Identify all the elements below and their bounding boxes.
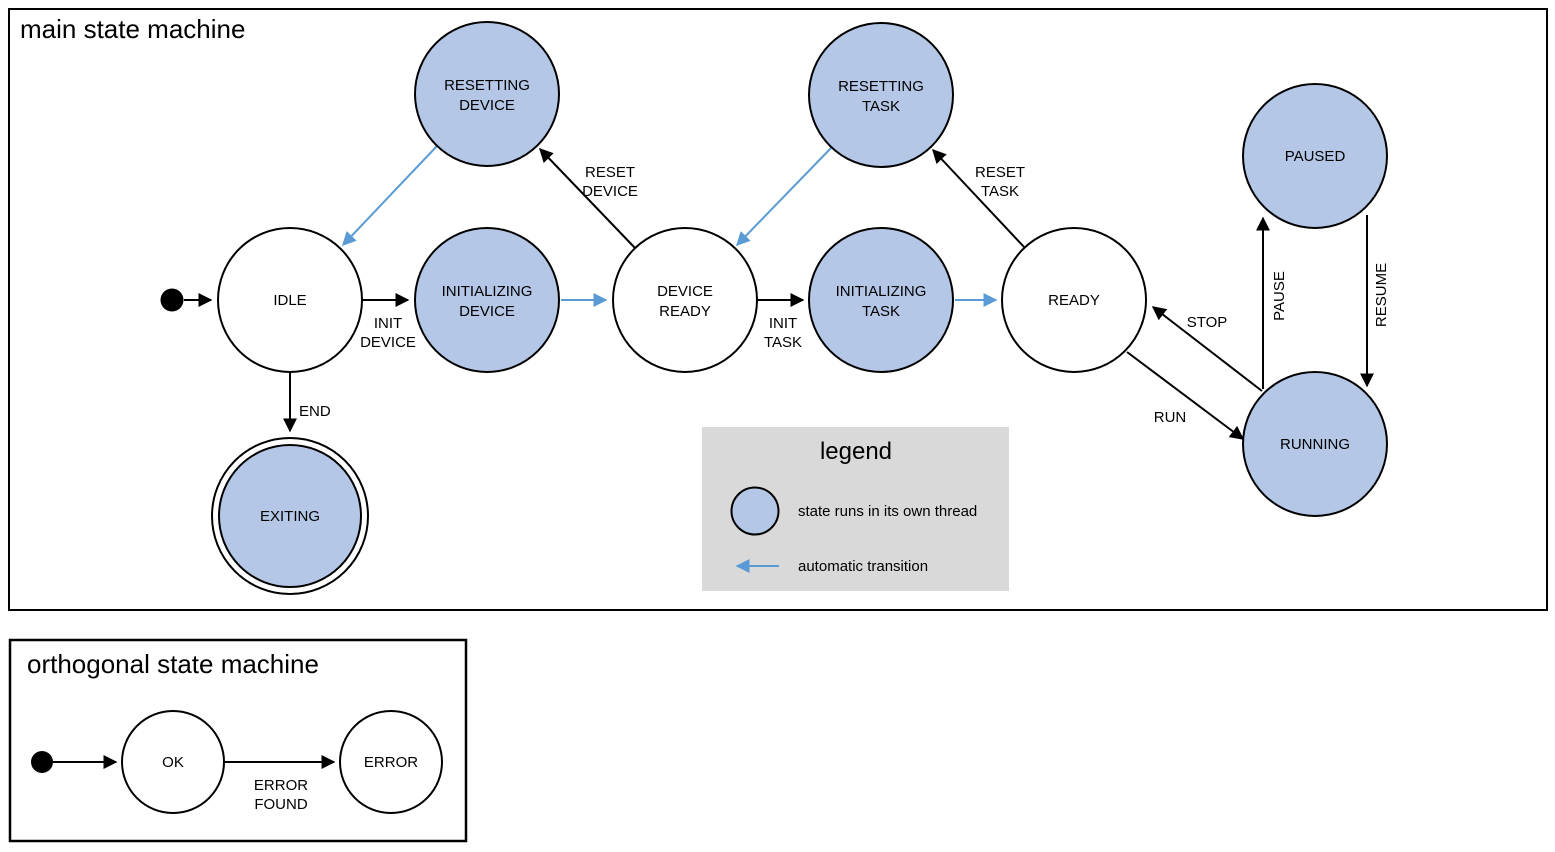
state-resetting-device-label: RESETTING bbox=[444, 77, 530, 94]
transition-init-task-label: INIT bbox=[769, 315, 797, 332]
transition-stop-arrow bbox=[1151, 306, 1263, 392]
transition-pause-label: PAUSE bbox=[1271, 271, 1288, 321]
state-ok-label: OK bbox=[162, 754, 184, 771]
state-resetting-task-circle bbox=[808, 22, 954, 168]
transition-reset-device-label: DEVICE bbox=[582, 183, 638, 200]
legend-title: legend bbox=[820, 438, 892, 465]
state-error-circle bbox=[339, 710, 443, 814]
main-machine-title: main state machine bbox=[20, 14, 245, 44]
state-exiting-final: EXITING bbox=[211, 437, 369, 595]
legend: legend state runs in its own thread auto… bbox=[702, 427, 1009, 591]
legend-thread-state-circle-icon bbox=[730, 486, 780, 536]
state-paused: PAUSED bbox=[1242, 83, 1388, 229]
state-device-ready-label: DEVICE bbox=[657, 283, 713, 300]
state-ready: READY bbox=[1001, 227, 1147, 373]
orthogonal-initial-state-dot bbox=[31, 751, 53, 773]
state-ok: OK bbox=[121, 710, 225, 814]
state-resetting-device-label: DEVICE bbox=[459, 97, 515, 114]
main-state-machine-group: main state machine INIT DEVICE INIT TASK… bbox=[8, 8, 1548, 611]
state-device-ready-label: READY bbox=[659, 303, 711, 320]
state-idle-circle bbox=[217, 227, 363, 373]
state-initializing-task-label: INITIALIZING bbox=[836, 283, 927, 300]
state-error-label: ERROR bbox=[364, 754, 418, 771]
state-exiting-label: EXITING bbox=[260, 508, 320, 525]
orthogonal-machine-title: orthogonal state machine bbox=[27, 649, 319, 679]
state-initializing-device-circle bbox=[414, 227, 560, 373]
transition-run-arrow bbox=[1126, 351, 1245, 440]
state-initializing-task-label: TASK bbox=[862, 303, 900, 320]
state-paused-label: PAUSED bbox=[1285, 148, 1346, 165]
state-ok-circle bbox=[121, 710, 225, 814]
transition-resume-label: RESUME bbox=[1373, 263, 1390, 327]
state-resetting-device: RESETTING DEVICE bbox=[414, 21, 560, 167]
transition-device-reset-done-auto-arrow bbox=[342, 145, 438, 247]
state-resetting-device-circle bbox=[414, 21, 560, 167]
state-ready-label: READY bbox=[1048, 292, 1100, 309]
state-resetting-task-label: RESETTING bbox=[838, 78, 924, 95]
transition-error-found-label: ERROR bbox=[254, 777, 308, 794]
initial-state-dot bbox=[160, 288, 184, 312]
state-initializing-device-label: DEVICE bbox=[459, 303, 515, 320]
orthogonal-state-machine-group: orthogonal state machine ERROR FOUND OK … bbox=[8, 638, 468, 843]
transition-reset-device-label: RESET bbox=[585, 164, 635, 181]
transition-reset-device-arrow bbox=[539, 147, 636, 249]
transition-task-reset-done-auto-arrow bbox=[736, 146, 833, 247]
transition-init-task-label: TASK bbox=[764, 334, 802, 351]
state-error: ERROR bbox=[339, 710, 443, 814]
transition-end-label: END bbox=[299, 403, 331, 420]
state-resetting-task: RESETTING TASK bbox=[808, 22, 954, 168]
transition-run-label: RUN bbox=[1154, 409, 1187, 426]
state-idle: IDLE bbox=[217, 227, 363, 373]
state-initializing-device-label: INITIALIZING bbox=[442, 283, 533, 300]
transition-init-device-label: DEVICE bbox=[360, 334, 416, 351]
transition-init-device-label: INIT bbox=[374, 315, 402, 332]
state-idle-label: IDLE bbox=[273, 292, 306, 309]
state-device-ready: DEVICE READY bbox=[612, 227, 758, 373]
legend-automatic-transition-label: automatic transition bbox=[798, 558, 928, 575]
state-ready-circle bbox=[1001, 227, 1147, 373]
state-device-ready-circle bbox=[612, 227, 758, 373]
transition-reset-task-arrow bbox=[932, 148, 1026, 249]
state-resetting-task-label: TASK bbox=[862, 98, 900, 115]
transition-error-found-label: FOUND bbox=[254, 796, 307, 813]
state-running-circle bbox=[1242, 371, 1388, 517]
state-initializing-task-circle bbox=[808, 227, 954, 373]
state-running: RUNNING bbox=[1242, 371, 1388, 517]
state-initializing-device: INITIALIZING DEVICE bbox=[414, 227, 560, 373]
state-paused-circle bbox=[1242, 83, 1388, 229]
state-exiting-inner-circle bbox=[218, 444, 362, 588]
state-running-label: RUNNING bbox=[1280, 436, 1350, 453]
transition-reset-task-label: TASK bbox=[981, 183, 1019, 200]
transition-reset-task-label: RESET bbox=[975, 164, 1025, 181]
state-initializing-task: INITIALIZING TASK bbox=[808, 227, 954, 373]
legend-thread-state-label: state runs in its own thread bbox=[798, 503, 977, 520]
transition-stop-label: STOP bbox=[1187, 314, 1228, 331]
